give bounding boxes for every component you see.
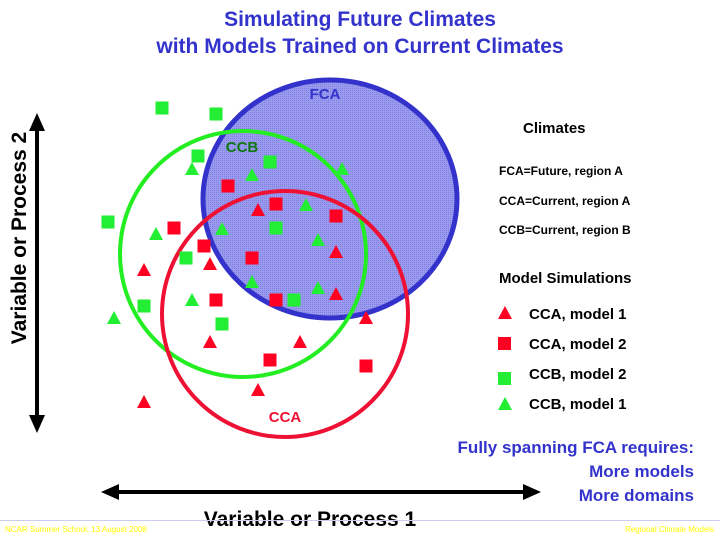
square-marker — [245, 251, 259, 265]
triangle-marker — [137, 263, 151, 276]
legend-ccb-model2: CCB, model 2 — [529, 366, 627, 383]
triangle-marker — [203, 257, 217, 270]
triangle-marker — [335, 162, 349, 175]
legend-cca-model2: CCA, model 2 — [529, 336, 627, 353]
square-marker — [221, 179, 235, 193]
triangle-marker — [245, 168, 259, 181]
square-marker — [101, 215, 115, 229]
ccb-circle — [118, 129, 368, 379]
triangle-marker — [293, 335, 307, 348]
x-axis-label: Variable or Process 1 — [203, 508, 417, 531]
square-marker — [167, 221, 181, 235]
footer-divider — [0, 520, 720, 521]
slide-title-line2: with Models Trained on Current Climates — [156, 35, 564, 58]
triangle-marker — [137, 395, 151, 408]
cca-label: CCA — [269, 409, 302, 426]
triangle-marker — [215, 222, 229, 235]
triangle-marker — [359, 311, 373, 324]
square-marker — [197, 239, 211, 253]
triangle-marker — [245, 275, 259, 288]
triangle-marker — [251, 203, 265, 216]
triangle-marker — [251, 383, 265, 396]
legend-climate-ccb: CCB=Current, region B — [499, 223, 631, 237]
triangle-marker — [185, 293, 199, 306]
square-marker — [269, 221, 283, 235]
square-marker — [209, 107, 223, 121]
triangle-marker — [149, 227, 163, 240]
y-axis-arrow — [29, 113, 45, 433]
square-marker — [287, 293, 301, 307]
legend-cca-model1: CCA, model 1 — [529, 306, 627, 323]
x-axis-arrow — [101, 484, 541, 500]
cca-circle — [160, 189, 410, 439]
triangle-marker — [311, 281, 325, 294]
triangle-icon — [498, 306, 512, 319]
square-marker — [329, 209, 343, 223]
triangle-marker — [329, 245, 343, 258]
square-marker — [263, 155, 277, 169]
square-marker — [269, 197, 283, 211]
note-line1: Fully spanning FCA requires: — [457, 438, 694, 457]
square-marker — [269, 293, 283, 307]
square-marker — [137, 299, 151, 313]
square-marker — [263, 353, 277, 367]
square-marker — [155, 101, 169, 115]
slide-title-line1: Simulating Future Climates — [224, 8, 496, 31]
legend-climates-title: Climates — [523, 120, 586, 137]
note-line3: More domains — [578, 486, 694, 505]
triangle-marker — [185, 162, 199, 175]
y-axis-label: Variable or Process 2 — [8, 131, 31, 345]
legend-climate-cca: CCA=Current, region A — [499, 194, 631, 208]
triangle-marker — [311, 233, 325, 246]
square-marker — [209, 293, 223, 307]
note-line2: More models — [589, 462, 694, 481]
square-marker — [179, 251, 193, 265]
triangle-icon — [498, 397, 512, 410]
triangle-marker — [203, 335, 217, 348]
legend-ccb-model1: CCB, model 1 — [529, 396, 627, 413]
legend-simulations-title: Model Simulations — [499, 270, 632, 287]
triangle-marker — [107, 311, 121, 324]
legend-climate-fca: FCA=Future, region A — [499, 164, 623, 178]
square-marker — [359, 359, 373, 373]
footer-left: NCAR Summer School, 13 August 2008 — [5, 525, 147, 534]
square-marker — [191, 149, 205, 163]
square-marker — [215, 317, 229, 331]
ccb-label: CCB — [226, 139, 259, 156]
fca-label: FCA — [310, 86, 341, 103]
triangle-marker — [299, 198, 313, 211]
square-icon — [498, 337, 511, 350]
footer-right: Regional Climate Models — [625, 525, 714, 534]
triangle-marker — [329, 287, 343, 300]
square-icon — [498, 372, 511, 385]
